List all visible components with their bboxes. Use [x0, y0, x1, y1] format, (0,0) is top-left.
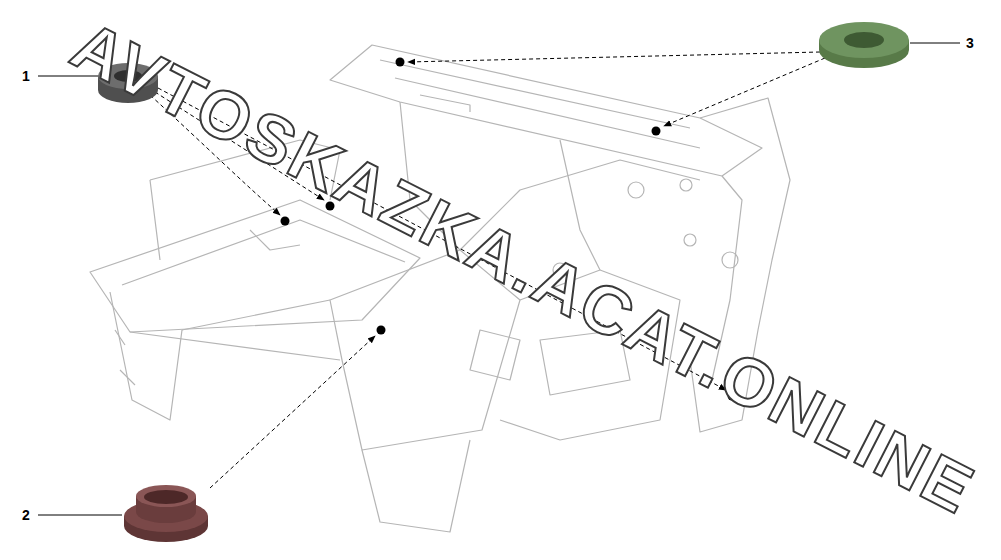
grommet-3: [819, 22, 909, 68]
grommet-2: [124, 485, 208, 542]
watermark: AVTOSKAZKA.ACAT.ONLINE: [63, 10, 986, 525]
callout-number: 1: [22, 69, 30, 83]
callout-number: 2: [22, 508, 30, 522]
callout-number: 3: [966, 36, 974, 50]
